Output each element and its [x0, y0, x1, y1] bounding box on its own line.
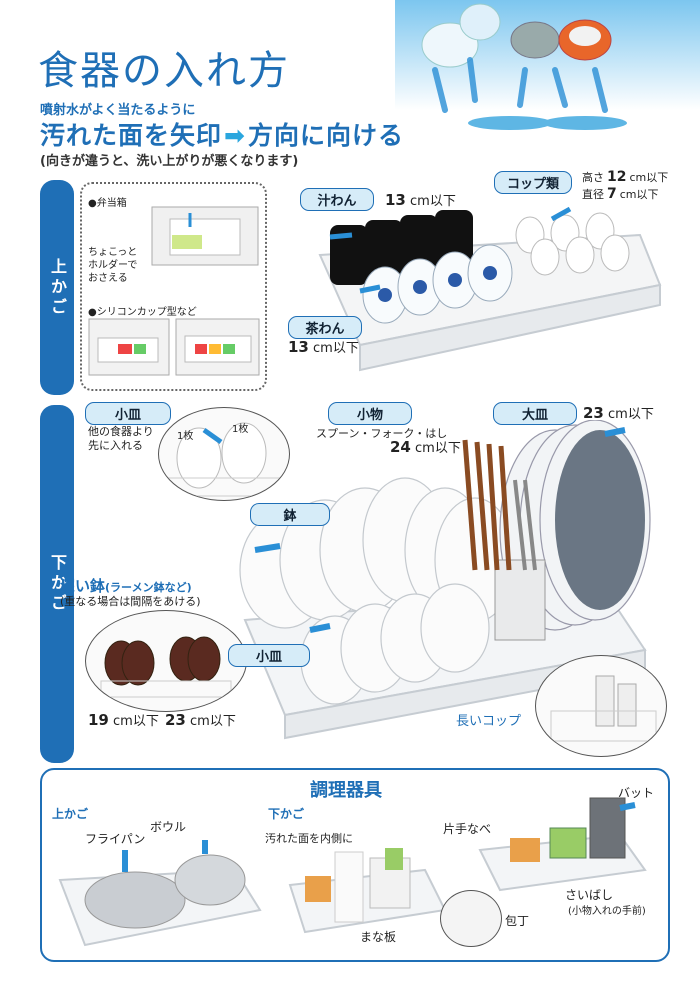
oozara-size-value: 23 — [583, 404, 604, 422]
shiruwan-size-unit: cm以下 — [410, 194, 456, 209]
main-instruction-part1: 汚れた面を矢印 — [40, 121, 223, 150]
kozara-top-note: 他の食器より 先に入れる — [88, 425, 154, 452]
komono-size-unit: cm以下 — [415, 441, 461, 456]
long-cup-circle — [535, 655, 667, 757]
fukaibachi-paren: (ラーメン鉢など) — [105, 581, 192, 594]
holder-label: ちょこっと ホルダーで おさえる — [88, 247, 138, 284]
chawan-size-value: 13 — [288, 338, 309, 356]
knife-label: 包丁 — [505, 914, 530, 928]
cups-diam-unit: cm以下 — [619, 188, 659, 201]
oozara-label: 大皿 — [493, 402, 577, 425]
silicon-illustration-1 — [88, 318, 170, 376]
fukaibachi-size1-value: 19 — [88, 711, 109, 729]
kozara-top-circle — [158, 407, 290, 501]
spray-illustration — [395, 0, 700, 150]
shiruwan-size: 13 cm以下 — [385, 190, 456, 209]
page-title: 食器の入れ方 — [38, 48, 290, 94]
vat-label: バット — [618, 786, 655, 800]
saibashi-label: さいばし — [565, 888, 614, 902]
katatenabe-label: 片手なべ — [443, 822, 492, 836]
cookware-lower-illustration — [285, 840, 450, 935]
fukaibachi-size2-value: 23 — [165, 711, 186, 729]
chawan-label: 茶わん — [288, 316, 362, 339]
fukaibachi-note: (重なる場合は間隔をあける) — [60, 595, 201, 608]
lower-rack-illustration — [225, 419, 665, 740]
cutting-board-label: まな板 — [360, 930, 397, 944]
komono-label: 小物 — [328, 402, 412, 425]
silicon-label: ●シリコンカップ型など — [88, 307, 197, 318]
upper-rack-illustration — [300, 195, 670, 375]
cups-height-value: 12 — [607, 169, 627, 185]
bento-label: ●弁当箱 — [88, 198, 127, 209]
silicon-illustration-2 — [175, 318, 260, 376]
hachi-label: 鉢 — [250, 503, 330, 526]
cups-diam-value: 7 — [607, 186, 617, 202]
shiruwan-label: 汁わん — [300, 188, 374, 211]
cups-height-label: 高さ — [582, 171, 604, 184]
bowl-label: ボウル — [150, 820, 187, 834]
cookware-box — [40, 768, 670, 962]
main-instruction: 汚れた面を矢印➡方向に向ける — [40, 116, 404, 152]
cookware-right-illustration — [470, 790, 660, 895]
dirty-inside-label: 汚れた面を内側に — [265, 832, 353, 845]
fukaibachi-title: 深い鉢(ラーメン鉢など) — [60, 575, 192, 596]
upper-basket-tab: 上かご — [40, 180, 74, 395]
instruction-note: (向きが違うと、洗い上がりが悪くなります) — [40, 154, 299, 169]
cookware-title: 調理器具 — [310, 780, 382, 801]
fukaibachi-circle — [85, 610, 247, 712]
fukaibachi-size-2: 23 cm以下 — [165, 710, 236, 729]
bento-illustration — [150, 205, 260, 267]
kozara-top-label: 小皿 — [85, 402, 171, 425]
fukaibachi-size-1: 19 cm以下 — [88, 710, 159, 729]
chawan-size: 13 cm以下 — [288, 337, 359, 356]
knife-circle — [440, 890, 502, 947]
fryingpan-label: フライパン — [85, 832, 146, 846]
main-instruction-part2: 方向に向ける — [247, 121, 404, 150]
cups-label: コップ類 — [494, 171, 572, 194]
komono-size: 24 cm以下 — [390, 437, 461, 456]
cookware-lower-label: 下かご — [268, 807, 305, 821]
right-arrow-icon: ➡ — [224, 121, 246, 150]
cups-height-unit: cm以下 — [629, 171, 669, 184]
long-cup-label: 長いコップ — [456, 714, 522, 729]
spray-instruction: 噴射水がよく当たるように — [40, 103, 196, 118]
komono-note: スプーン・フォーク・はし — [316, 427, 448, 440]
kozara-bottom-label: 小皿 — [228, 644, 310, 667]
kozara-count-2: 1枚 — [232, 424, 249, 435]
oozara-size: 23 cm以下 — [583, 403, 654, 422]
fukaibachi-label: 深い鉢 — [60, 577, 106, 595]
chawan-size-unit: cm以下 — [313, 341, 359, 356]
saibashi-note: (小物入れの手前) — [568, 906, 646, 917]
cookware-upper-label: 上かご — [52, 807, 89, 821]
kozara-count-1: 1枚 — [177, 431, 194, 442]
shiruwan-size-value: 13 — [385, 191, 406, 209]
cups-diam-label: 直径 — [582, 188, 604, 201]
fukaibachi-size1-unit: cm以下 — [113, 714, 159, 729]
komono-size-value: 24 — [390, 438, 411, 456]
upper-inset-box — [80, 182, 267, 391]
lower-basket-tab: 下かご — [40, 405, 74, 763]
oozara-size-unit: cm以下 — [608, 407, 654, 422]
cookware-upper-illustration — [55, 840, 265, 950]
fukaibachi-size2-unit: cm以下 — [190, 714, 236, 729]
